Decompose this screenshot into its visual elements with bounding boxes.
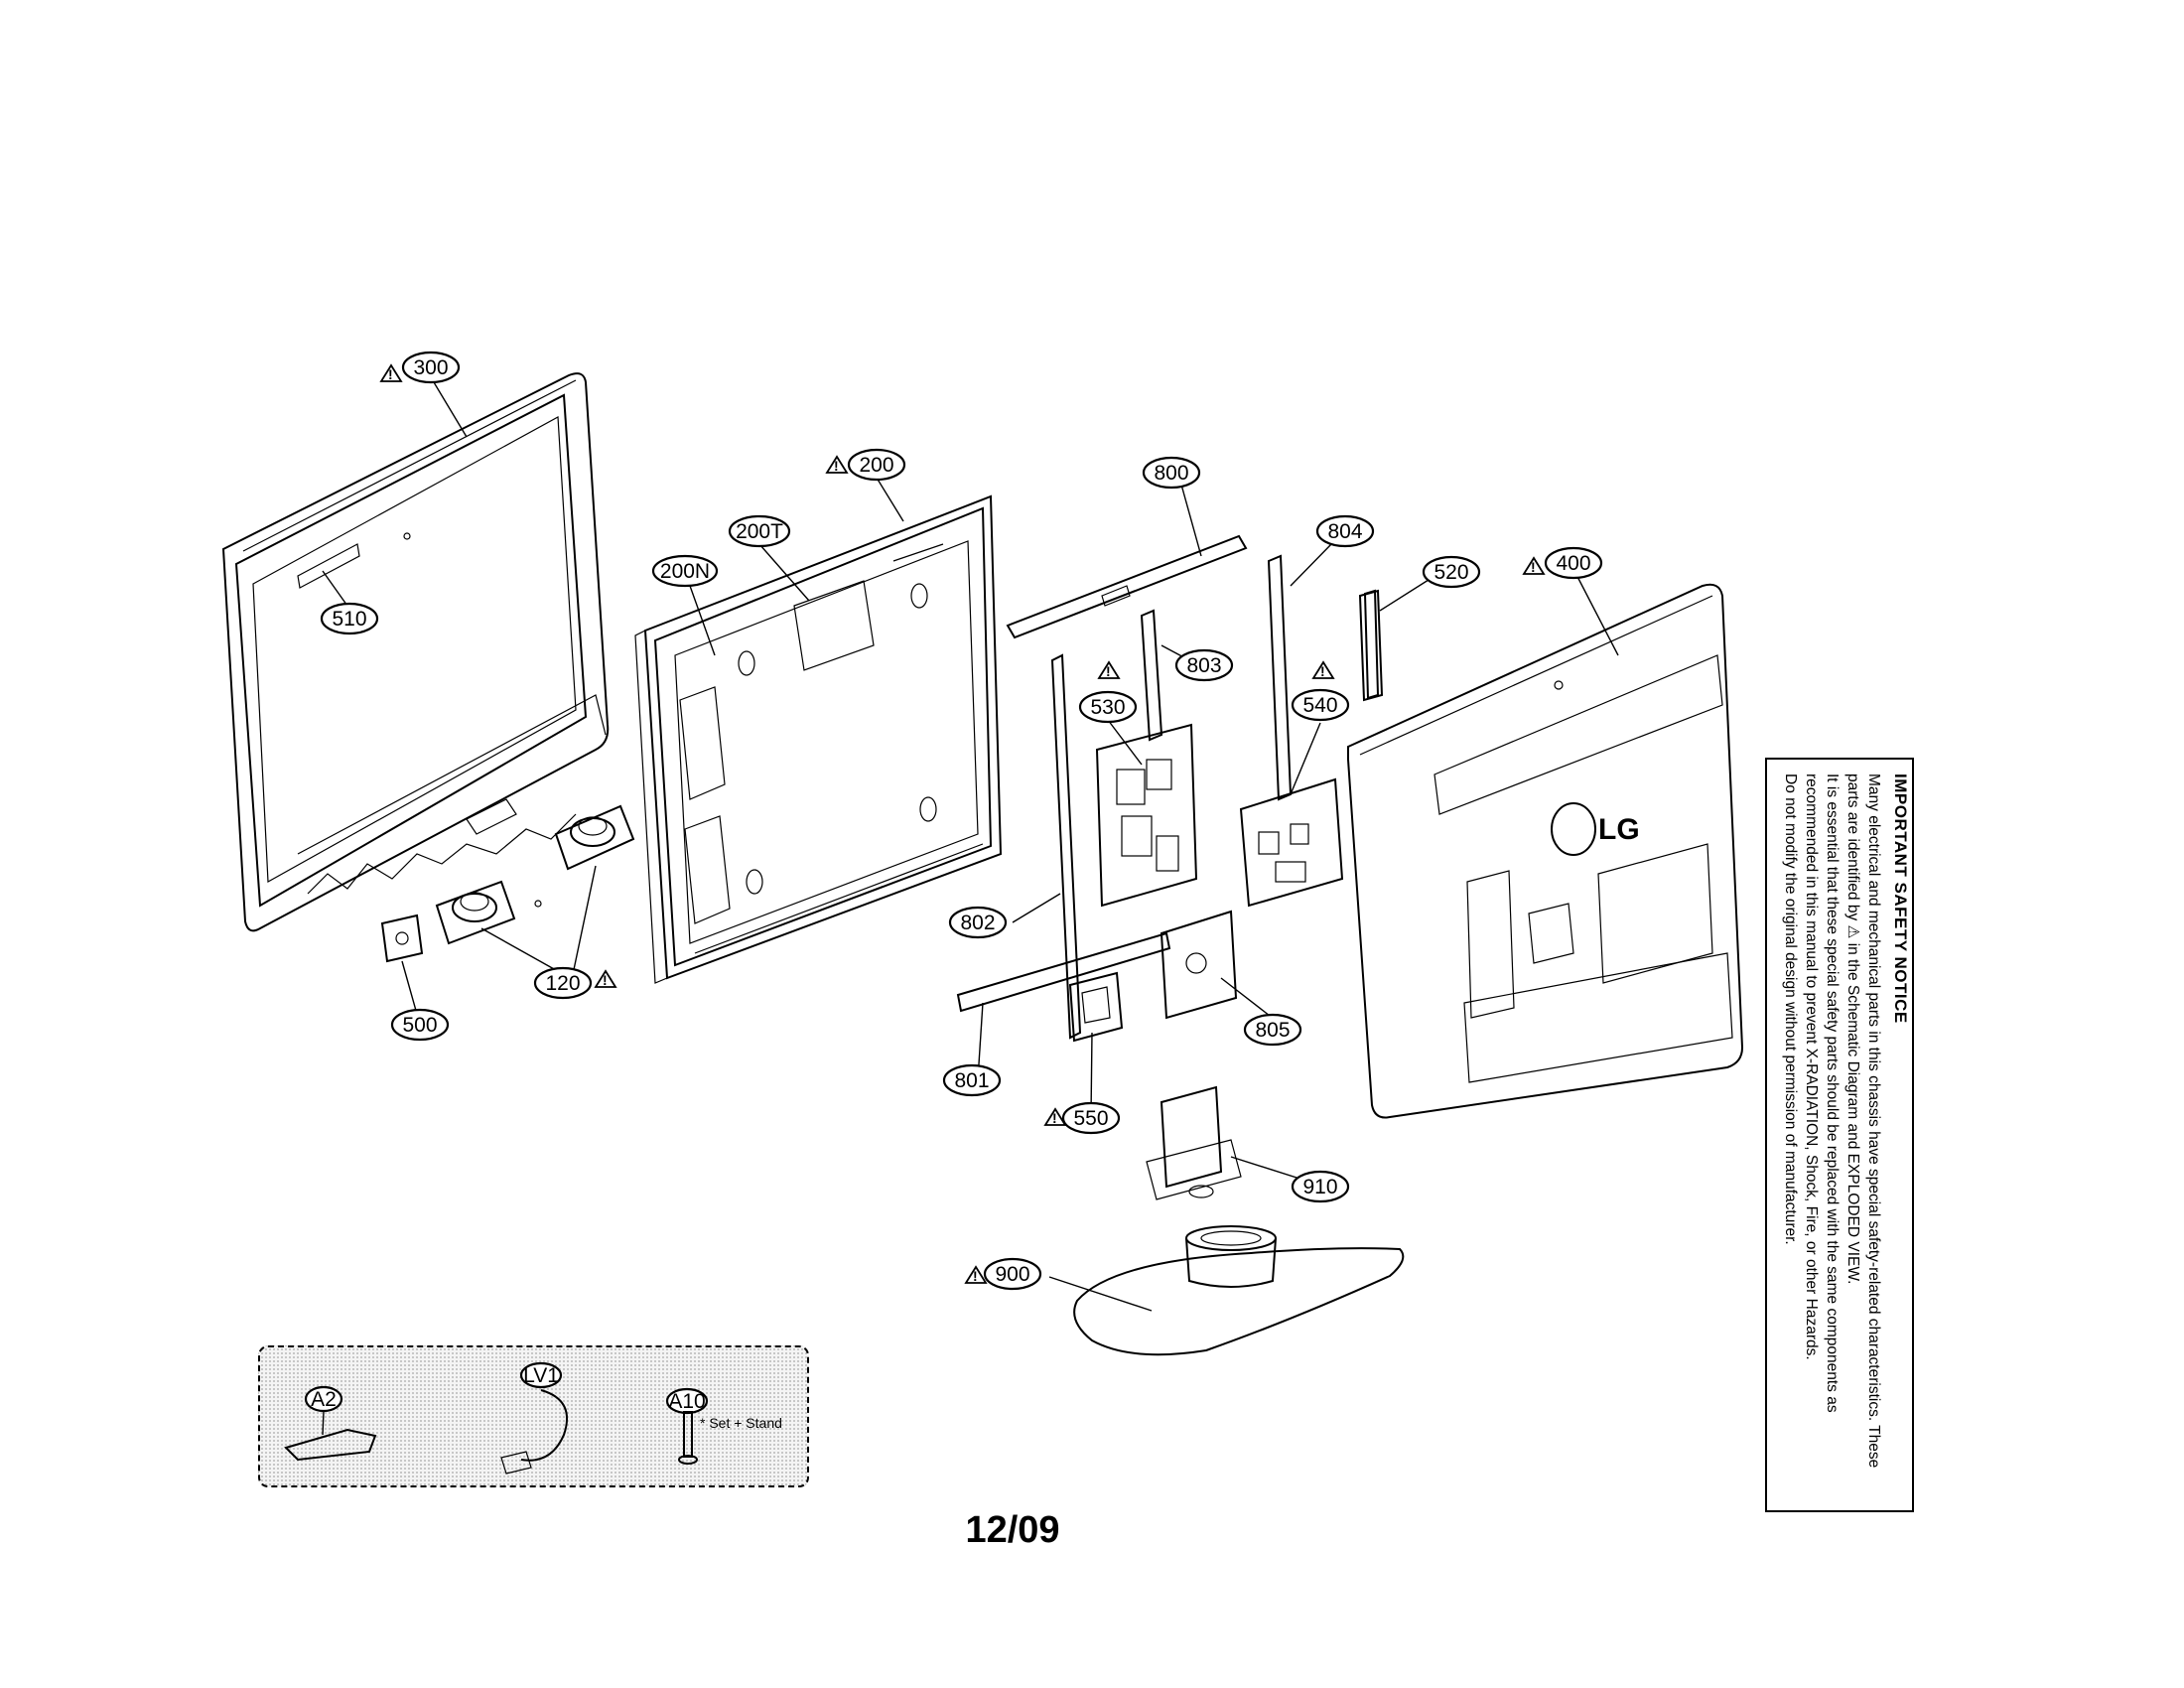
accessory-a10-head — [678, 1455, 698, 1465]
svg-text:800: 800 — [1154, 462, 1188, 485]
main-board-530 — [1095, 723, 1198, 908]
accessory-lv1-plug — [500, 1451, 532, 1475]
svg-text:!: ! — [973, 1268, 978, 1284]
svg-text:!: ! — [834, 458, 839, 474]
page-number: 12/09 — [965, 1509, 1060, 1551]
callout-801: 801 — [942, 1063, 1002, 1097]
svg-text:500: 500 — [402, 1014, 437, 1037]
svg-text:!: ! — [603, 972, 608, 988]
warning-icon-900: ! — [964, 1265, 988, 1284]
callout-400: 400 — [1544, 546, 1603, 580]
svg-text:300: 300 — [413, 356, 448, 379]
bracket-500 — [380, 914, 424, 963]
svg-text:805: 805 — [1255, 1019, 1290, 1042]
svg-text:900: 900 — [995, 1263, 1029, 1286]
stand-base-900 — [1073, 1225, 1405, 1356]
svg-text:530: 530 — [1090, 696, 1125, 719]
accessory-parts-box — [258, 1345, 809, 1487]
safety-notice-box: IMPORTANT SAFETY NOTICE Many electrical … — [1765, 758, 1914, 1512]
svg-text:!: ! — [1052, 1110, 1057, 1126]
warning-icon-530: ! — [1097, 660, 1121, 679]
svg-text:!: ! — [1531, 559, 1536, 575]
callout-550: 550 — [1061, 1101, 1121, 1135]
callout-910: 910 — [1291, 1170, 1350, 1203]
warning-icon-540: ! — [1311, 660, 1335, 679]
svg-text:A2: A2 — [311, 1388, 337, 1411]
svg-text:120: 120 — [545, 972, 580, 995]
bracket-520 — [1358, 589, 1384, 702]
safety-notice-content: IMPORTANT SAFETY NOTICE Many electrical … — [1767, 760, 1916, 1514]
callout-a2: A2 — [304, 1385, 343, 1413]
svg-text:LV1: LV1 — [523, 1364, 559, 1387]
svg-text:803: 803 — [1186, 654, 1221, 677]
callout-lv1: LV1 — [519, 1361, 563, 1389]
svg-text:200T: 200T — [736, 520, 783, 543]
svg-text:200N: 200N — [660, 560, 710, 583]
svg-text:520: 520 — [1433, 561, 1468, 584]
svg-text:540: 540 — [1302, 694, 1337, 717]
warning-icon-200: ! — [825, 455, 849, 474]
svg-text:910: 910 — [1302, 1176, 1337, 1198]
callout-802: 802 — [948, 906, 1008, 939]
leader-a2 — [322, 1410, 325, 1436]
connector-550 — [1068, 971, 1124, 1043]
callout-200: 200 — [847, 448, 906, 482]
callout-540: 540 — [1291, 688, 1350, 722]
callout-804: 804 — [1315, 514, 1375, 548]
svg-text:550: 550 — [1073, 1107, 1108, 1130]
stand-body-910 — [1146, 1085, 1242, 1200]
callout-803: 803 — [1174, 648, 1234, 682]
sub-board-540 — [1239, 777, 1344, 908]
warning-icon-550: ! — [1043, 1107, 1067, 1126]
safety-notice-body: Many electrical and mechanical parts in … — [1780, 774, 1884, 1500]
warning-icon-120: ! — [594, 969, 617, 988]
callout-805: 805 — [1243, 1013, 1302, 1047]
lg-logo: LG — [1598, 813, 1640, 846]
accessory-lv1-shape — [520, 1389, 569, 1462]
speakers-120 — [435, 804, 635, 945]
callout-200N: 200N — [651, 554, 719, 588]
svg-text:801: 801 — [954, 1069, 989, 1092]
svg-text:510: 510 — [332, 608, 366, 631]
safety-notice-line: parts are identified by ⚠ in the Schemat… — [1844, 774, 1861, 1285]
callout-520: 520 — [1422, 555, 1481, 589]
callout-500: 500 — [390, 1008, 450, 1042]
accessory-a2-shape — [284, 1428, 377, 1462]
front-cabinet-300 — [221, 372, 610, 932]
svg-text:!: ! — [388, 366, 393, 382]
warning-icon-400: ! — [1522, 556, 1546, 575]
svg-text:!: ! — [1320, 663, 1325, 679]
warning-icon-300: ! — [379, 363, 403, 382]
safety-notice-line: Do not modify the original design withou… — [1782, 774, 1799, 1245]
callout-800: 800 — [1142, 456, 1201, 490]
callout-530: 530 — [1078, 690, 1138, 724]
accessory-a10-shape — [683, 1411, 693, 1458]
svg-text:200: 200 — [859, 454, 893, 477]
svg-text:400: 400 — [1556, 552, 1590, 575]
bracket-805 — [1160, 910, 1238, 1020]
callout-300: 300 — [401, 351, 461, 384]
svg-text:804: 804 — [1327, 520, 1362, 543]
back-cover-400: LG — [1347, 583, 1744, 1119]
safety-notice-line: recommended in this manual to prevent X-… — [1803, 774, 1820, 1360]
safety-notice-line: Many electrical and mechanical parts in … — [1865, 774, 1882, 1469]
svg-text:A10: A10 — [668, 1390, 705, 1413]
callout-200T: 200T — [728, 514, 791, 548]
svg-text:802: 802 — [960, 912, 995, 934]
a10-note: * Set + Stand — [700, 1415, 782, 1431]
callout-900: 900 — [983, 1257, 1042, 1291]
safety-notice-line: It is essential that these special safet… — [1824, 774, 1841, 1413]
callout-510: 510 — [320, 602, 379, 635]
safety-notice-title: IMPORTANT SAFETY NOTICE — [1891, 774, 1910, 1024]
callout-a10: A10 — [665, 1387, 709, 1415]
callout-120: 120 — [533, 966, 593, 1000]
svg-text:!: ! — [1106, 663, 1111, 679]
lcd-module-200 — [634, 494, 1003, 984]
